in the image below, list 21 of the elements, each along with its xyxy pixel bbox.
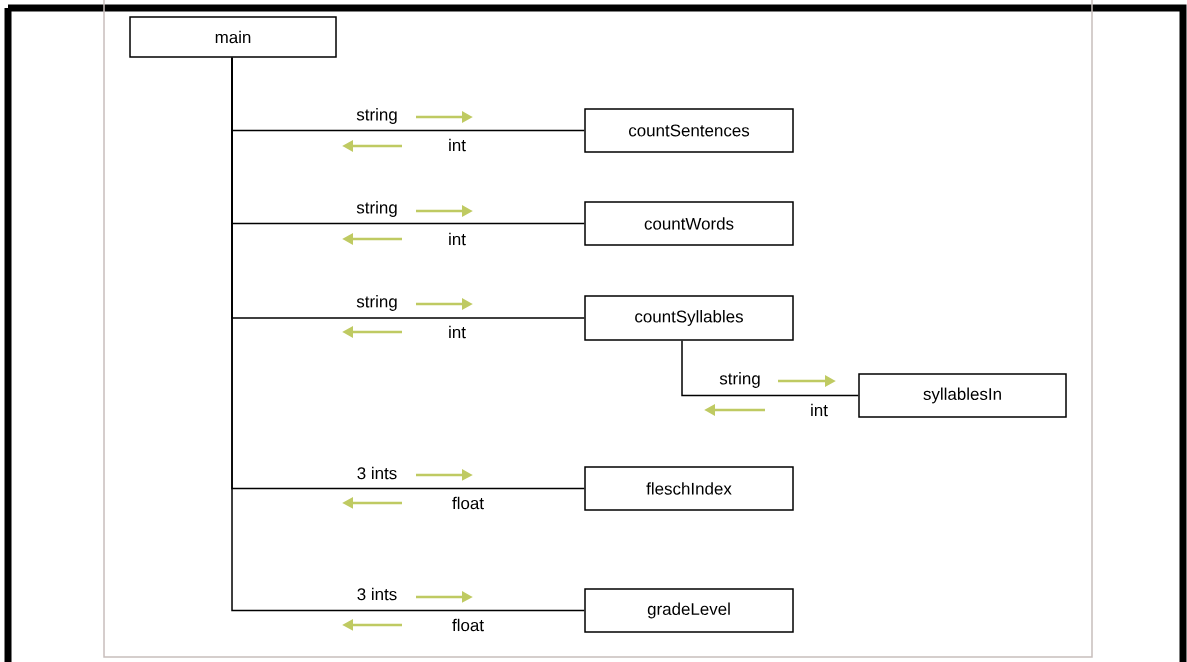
function-box: countWords xyxy=(584,201,794,246)
function-box: gradeLevel xyxy=(584,588,794,633)
data-label: int xyxy=(811,403,828,417)
data-label: string xyxy=(356,201,397,217)
function-box: fleschIndex xyxy=(584,466,794,511)
function-box: countSentences xyxy=(584,108,794,153)
data-label: float xyxy=(452,618,484,632)
data-label: string xyxy=(356,295,397,311)
connector-line xyxy=(231,57,585,612)
data-label: 3 ints xyxy=(357,466,397,480)
data-label: 3 ints xyxy=(357,587,397,601)
function-box: main xyxy=(129,16,337,58)
function-box: syllablesIn xyxy=(858,373,1067,418)
data-label: string xyxy=(356,108,397,124)
connector-line xyxy=(681,340,859,397)
data-label: int xyxy=(449,138,466,152)
data-label: string xyxy=(719,372,760,388)
data-label: int xyxy=(449,325,466,339)
data-label: int xyxy=(449,232,466,246)
data-label: float xyxy=(452,496,484,510)
function-box: countSyllables xyxy=(584,295,794,341)
